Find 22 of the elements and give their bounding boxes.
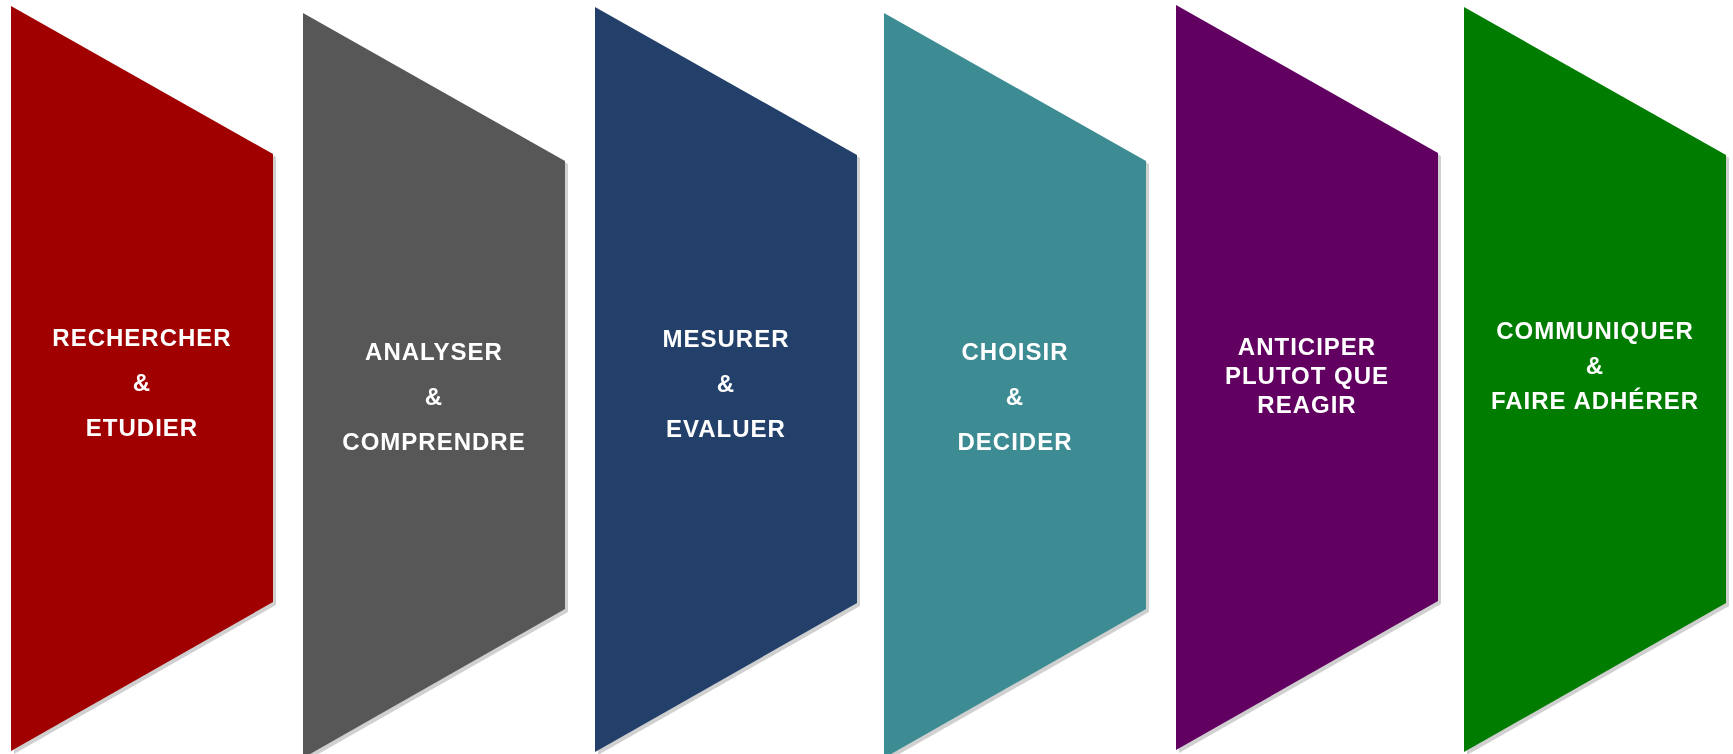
step-label: COMMUNIQUER bbox=[1496, 317, 1694, 346]
step-label: CHOISIR bbox=[961, 338, 1069, 367]
step-label: & bbox=[132, 368, 152, 398]
step-label: ANALYSER bbox=[365, 338, 503, 367]
step-label: ETUDIER bbox=[85, 413, 199, 443]
chevron-step bbox=[303, 13, 565, 754]
step-label: & bbox=[424, 382, 444, 412]
step-label: MESURER bbox=[662, 325, 790, 354]
chevron-step bbox=[884, 13, 1146, 754]
step-label: & bbox=[1005, 382, 1025, 412]
step-label: EVALUER bbox=[666, 414, 786, 444]
step-label: COMPRENDRE bbox=[342, 427, 526, 457]
step-label: DECIDER bbox=[957, 427, 1073, 457]
chevron-step bbox=[11, 6, 273, 751]
step-label: & bbox=[716, 369, 736, 399]
step-label: FAIRE ADHÉRER bbox=[1490, 386, 1700, 416]
step-label: ANTICIPER PLUTOT QUE REAGIR bbox=[1223, 333, 1391, 420]
step-label: RECHERCHER bbox=[52, 324, 232, 353]
chevron-step bbox=[1464, 7, 1726, 752]
chevron-step bbox=[595, 7, 857, 752]
step-label: & bbox=[1585, 351, 1605, 381]
chevron-step bbox=[1176, 5, 1438, 750]
